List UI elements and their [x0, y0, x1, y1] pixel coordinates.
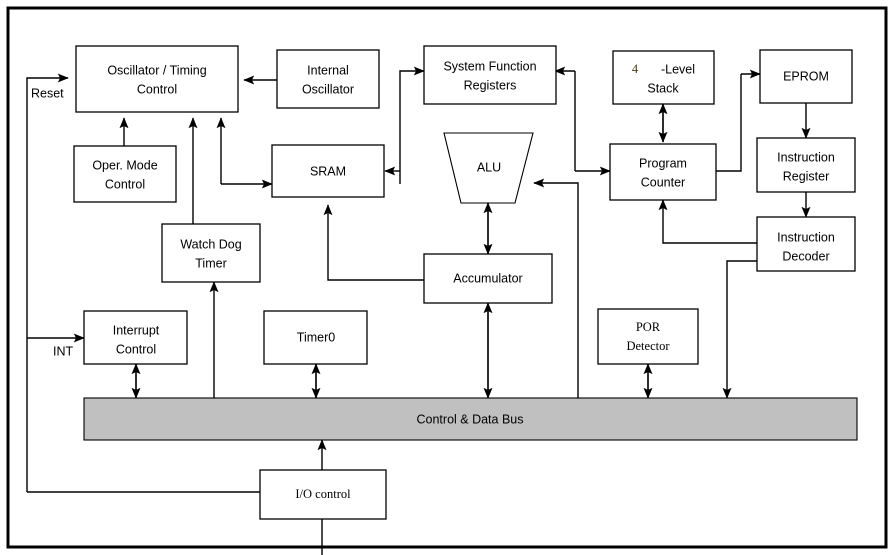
block-system-function-registers[interactable]: System Function Registers: [423, 45, 557, 105]
interrupt-control-label-1: Interrupt: [113, 323, 160, 337]
stack-label-2: Stack: [647, 81, 679, 95]
interrupt-control-label-2: Control: [116, 342, 156, 356]
line-id-to-pc: [658, 199, 757, 244]
line-pc-to-eprom-run: [716, 74, 742, 172]
timer0-label: Timer0: [297, 330, 335, 344]
block-internal-oscillator[interactable]: Internal Oscillator: [276, 49, 380, 109]
io-control-label: I/O control: [295, 487, 351, 501]
block-alu[interactable]: ALU: [443, 132, 534, 204]
oscillator-timing-control-label-2: Control: [137, 82, 177, 96]
oscillator-timing-control-label-1: Oscillator / Timing: [107, 63, 206, 77]
instruction-decoder-label-2: Decoder: [782, 249, 829, 263]
block-watch-dog-timer[interactable]: Watch Dog Timer: [161, 223, 261, 283]
line-bus-to-alu: [533, 178, 579, 398]
block-por-detector[interactable]: POR Detector: [597, 308, 699, 365]
eprom-label: EPROM: [783, 69, 829, 83]
block-sram[interactable]: SRAM: [271, 144, 385, 198]
block-accumulator[interactable]: Accumulator: [423, 253, 553, 304]
alu-label: ALU: [477, 160, 501, 174]
block-io-control[interactable]: I/O control: [259, 469, 387, 520]
instruction-register-label-2: Register: [783, 169, 830, 183]
program-counter-label-2: Counter: [641, 175, 685, 189]
block-eprom[interactable]: EPROM: [759, 49, 853, 104]
por-detector-label-2: Detector: [626, 339, 670, 353]
watch-dog-timer-label-1: Watch Dog: [180, 237, 241, 251]
block-control-data-bus[interactable]: Control & Data Bus: [83, 397, 858, 441]
block-instruction-decoder[interactable]: Instruction Decoder: [756, 216, 856, 272]
instruction-register-label-1: Instruction: [777, 150, 835, 164]
internal-oscillator-label-1: Internal: [307, 63, 349, 77]
block-oscillator-timing-control[interactable]: Oscillator / Timing Control: [75, 45, 239, 113]
accumulator-label: Accumulator: [453, 271, 522, 285]
system-function-registers-label-2: Registers: [464, 78, 517, 92]
instruction-decoder-label-1: Instruction: [777, 230, 835, 244]
watch-dog-timer-label-2: Timer: [195, 256, 226, 270]
line-reset: [26, 73, 69, 492]
por-detector-label-1: POR: [636, 320, 661, 334]
diagram-outer-border: [6, 6, 888, 549]
system-function-registers-label-1: System Function: [443, 59, 536, 73]
sram-label: SRAM: [310, 164, 346, 178]
program-counter-label-1: Program: [639, 156, 687, 170]
line-acc-to-sram: [323, 204, 424, 281]
line-left-to-sfr: [399, 66, 425, 184]
reset-signal-label: Reset: [31, 86, 64, 100]
block-interrupt-control[interactable]: Interrupt Control: [83, 310, 188, 365]
stack-label-1: -Level: [661, 62, 695, 76]
control-data-bus-label: Control & Data Bus: [417, 412, 524, 426]
int-signal-label: INT: [53, 344, 74, 358]
oper-mode-control-label-1: Oper. Mode: [92, 158, 157, 172]
block-timer0[interactable]: Timer0: [263, 310, 368, 365]
block-4-level-stack[interactable]: 4 -Level Stack: [612, 50, 715, 105]
block-program-counter[interactable]: Program Counter: [609, 143, 717, 201]
stack-level-count: 4: [632, 62, 639, 76]
block-oper-mode-control[interactable]: Oper. Mode Control: [73, 145, 177, 203]
internal-oscillator-label-2: Oscillator: [302, 82, 354, 96]
connections: [26, 66, 811, 555]
oper-mode-control-label-2: Control: [105, 177, 145, 191]
block-instruction-register[interactable]: Instruction Register: [756, 137, 856, 193]
line-id-to-bus: [722, 260, 757, 399]
